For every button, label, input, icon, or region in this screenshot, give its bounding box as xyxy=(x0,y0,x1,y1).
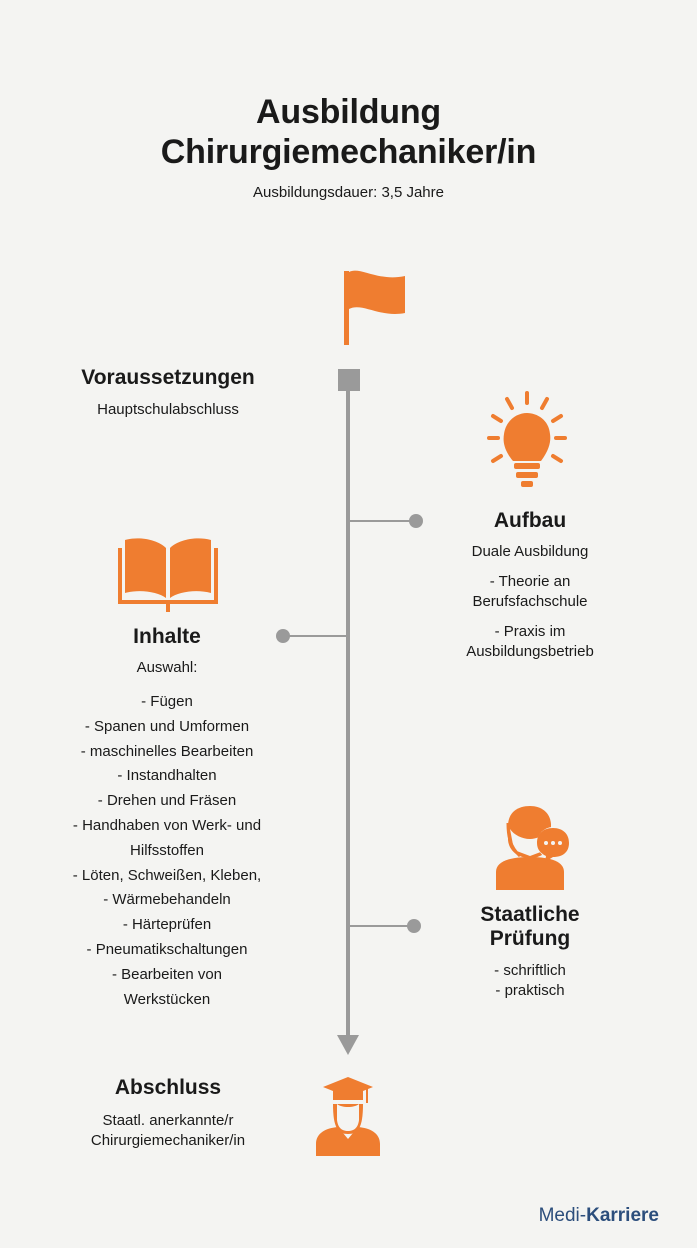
inhalte-list: - Fügen - Spanen und Umformen - maschine… xyxy=(37,690,297,1012)
inhalte-heading: Inhalte xyxy=(133,625,201,648)
person-speech-bubble-icon xyxy=(496,806,569,890)
list-item: - Bearbeiten von xyxy=(111,965,223,983)
title-line-1: Ausbildung xyxy=(256,93,441,131)
aufbau-line-2: - Theorie an xyxy=(489,573,571,590)
page-subtitle: Ausbildungsdauer: 3,5 Jahre xyxy=(253,184,444,201)
list-item: - Pneumatikschaltungen xyxy=(86,940,248,958)
timeline-arrow xyxy=(337,1035,359,1055)
abschluss-line-1: Staatl. anerkannte/r xyxy=(102,1112,234,1129)
branch-aufbau xyxy=(348,514,423,528)
pruefung-heading-line-2: Prüfung xyxy=(489,927,571,950)
list-item: - Wärmebehandeln xyxy=(103,891,231,909)
open-book-icon xyxy=(118,538,218,612)
list-item: Hilfsstoffen xyxy=(130,841,204,859)
pruefung-heading-line-1: Staatliche xyxy=(480,903,580,926)
list-item: - Spanen und Umformen xyxy=(84,717,250,735)
voraussetzungen-heading: Voraussetzungen xyxy=(81,366,255,389)
graduate-icon xyxy=(316,1077,380,1156)
voraussetzungen-text: Hauptschulabschluss xyxy=(97,401,239,418)
page-title: Ausbildung Chirurgiemechaniker/in xyxy=(0,92,697,172)
timeline-line xyxy=(346,391,350,1036)
branch-inhalte xyxy=(276,629,348,643)
pruefung-heading: Staatliche Prüfung xyxy=(430,903,630,951)
brand-logo: Medi-Karriere xyxy=(539,1205,659,1227)
list-item: - Fügen xyxy=(141,693,193,710)
title-line-2: Chirurgiemechaniker/in xyxy=(160,133,537,171)
list-item: - maschinelles Bearbeiten xyxy=(80,742,254,760)
aufbau-line-1: Duale Ausbildung xyxy=(471,543,589,560)
inhalte-intro: Auswahl: xyxy=(136,659,198,676)
list-item: - Löten, Schweißen, Kleben, xyxy=(72,866,262,884)
brand-logo-part-2: Karriere xyxy=(586,1205,659,1226)
lightbulb-icon xyxy=(487,391,567,487)
brand-logo-part-1: Medi- xyxy=(538,1205,587,1226)
list-item: - Instandhalten xyxy=(117,767,217,785)
abschluss-heading: Abschluss xyxy=(114,1076,222,1099)
list-item: Werkstücken xyxy=(123,990,211,1008)
abschluss-line-2: Chirurgiemechaniker/in xyxy=(90,1132,246,1149)
branch-pruefung xyxy=(348,919,421,933)
aufbau-line-3: Berufsfachschule xyxy=(472,593,588,610)
pruefung-line-1: - schriftlich xyxy=(494,962,566,979)
flag-icon xyxy=(344,270,405,345)
aufbau-heading: Aufbau xyxy=(493,509,567,532)
aufbau-line-5: Ausbildungsbetrieb xyxy=(466,643,594,660)
aufbau-line-4: - Praxis im xyxy=(494,623,566,640)
list-item: - Handhaben von Werk- und xyxy=(72,816,262,834)
timeline-start-marker xyxy=(338,369,360,391)
list-item: - Härteprüfen xyxy=(122,916,212,934)
pruefung-line-2: - praktisch xyxy=(495,982,565,999)
list-item: - Drehen und Fräsen xyxy=(97,792,237,810)
